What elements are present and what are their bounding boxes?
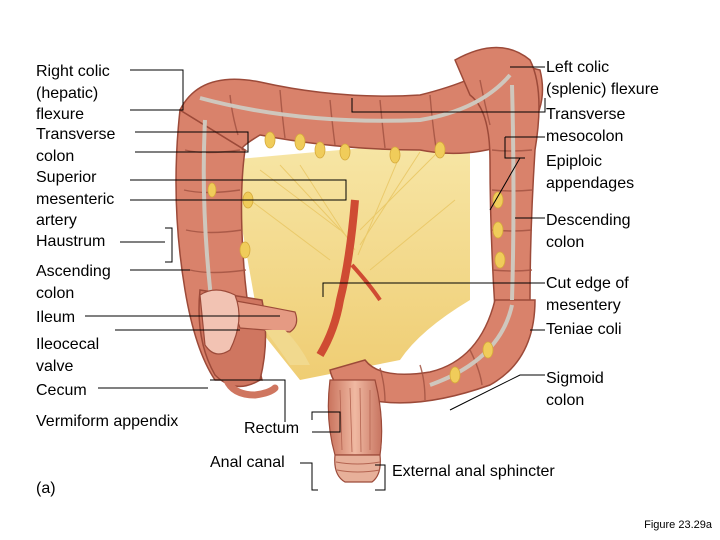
label-left-colic-flexure: Left colic (splenic) flexure	[546, 59, 659, 98]
leader-lines	[85, 66, 546, 491]
label-cecum: Cecum	[36, 382, 87, 399]
label-anal-canal: Anal canal	[210, 454, 285, 471]
rectum	[327, 379, 383, 456]
label-transverse-mesocolon: Transverse mesocolon	[546, 106, 626, 145]
label-haustrum: Haustrum	[36, 233, 106, 250]
panel-letter: (a)	[36, 480, 56, 497]
label-ascending-colon: Ascending colon	[36, 263, 111, 302]
anal-canal	[334, 454, 381, 483]
label-ileum: Ileum	[36, 309, 76, 326]
label-cut-edge-of-mesentery: Cut edge of mesentery	[546, 275, 629, 314]
label-vermiform-appendix: Vermiform appendix	[36, 413, 179, 430]
label-external-anal-sphincter: External anal sphincter	[392, 463, 555, 480]
label-rectum: Rectum	[244, 420, 300, 437]
descending-colon	[454, 46, 540, 311]
label-descending-colon: Descending colon	[546, 212, 631, 251]
ileocecal-valve-cutaway	[199, 289, 240, 355]
appendix	[221, 371, 279, 399]
label-transverse-colon: Transverse colon	[36, 126, 116, 165]
label-superior-mesenteric-artery: Superior mesenteric artery	[36, 169, 115, 229]
superior-mesenteric-artery	[316, 199, 359, 358]
label-teniae-coli: Teniae coli	[546, 321, 622, 338]
figure-number: Figure 23.29a	[644, 519, 712, 531]
ileum-mesentery	[265, 330, 310, 365]
label-epiploic-appendages: Epiploic appendages	[546, 153, 635, 192]
label-ileocecal-valve: Ileocecal valve	[36, 336, 100, 375]
label-right-colic-flexure: Right colic (hepatic) flexure	[36, 63, 110, 123]
epiploic-appendages	[207, 131, 506, 384]
label-sigmoid-colon: Sigmoid colon	[546, 370, 604, 409]
